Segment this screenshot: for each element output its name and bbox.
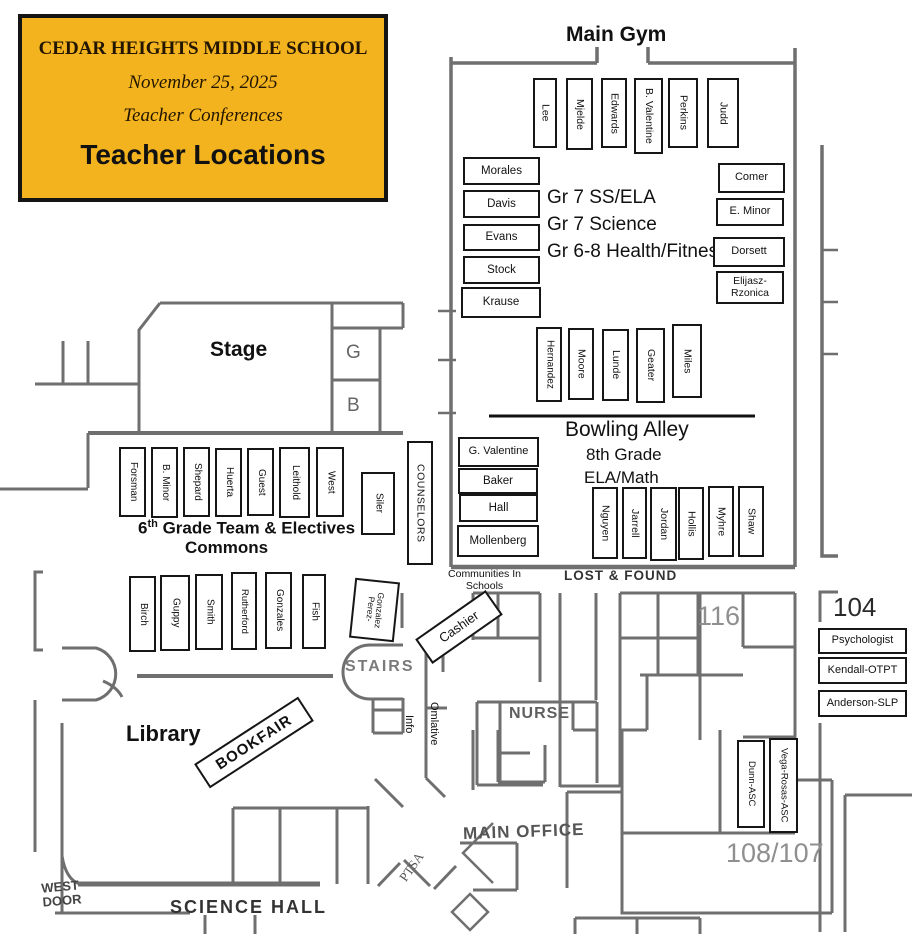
science-hall-label: SCIENCE HALL bbox=[170, 897, 328, 917]
teacher-box: Mjelde bbox=[566, 78, 593, 150]
teacher-box: Comer bbox=[718, 163, 785, 193]
conference-date: November 25, 2025 bbox=[128, 72, 278, 93]
teacher-box: Dunn-ASC bbox=[737, 740, 765, 828]
school-name: CEDAR HEIGHTS MIDDLE SCHOOL bbox=[38, 38, 368, 59]
nurse-label: NURSE bbox=[509, 705, 571, 722]
teacher-box: Rutherford bbox=[231, 572, 257, 650]
teacher-box: Gonzales bbox=[265, 572, 292, 649]
teacher-box: Baker bbox=[458, 468, 538, 494]
teacher-box: Kendall-OTPT bbox=[818, 657, 907, 684]
stairs-label: STAIRS bbox=[345, 658, 415, 675]
teacher-box: Moore bbox=[568, 328, 594, 400]
teacher-box: Anderson-SLP bbox=[818, 690, 907, 717]
teacher-box: E. Minor bbox=[716, 198, 784, 226]
teacher-box: B. Valentine bbox=[634, 78, 663, 154]
commons-subtitle: Commons bbox=[185, 538, 269, 557]
room-108-107-label: 108/107 bbox=[726, 838, 824, 868]
counselors-box: COUNSELORS bbox=[407, 441, 433, 565]
teacher-box: Guest bbox=[247, 448, 274, 516]
room-g-label: G bbox=[346, 342, 361, 363]
teacher-box: Psychologist bbox=[818, 628, 907, 654]
teacher-box: Smith bbox=[195, 574, 223, 650]
teacher-box: Jarrell bbox=[622, 487, 647, 559]
teacher-box: Myhre bbox=[708, 486, 734, 557]
teacher-box: Shepard bbox=[183, 447, 210, 517]
teacher-box-perez-gonzalez: Perez- Gonzalez bbox=[348, 577, 401, 643]
info-label: Info bbox=[403, 715, 416, 734]
bowling-sub2: ELA/Math bbox=[584, 468, 659, 487]
teacher-box: G. Valentine bbox=[458, 437, 539, 467]
teacher-box: Hollis bbox=[678, 487, 704, 560]
teacher-box: Forsman bbox=[119, 447, 146, 517]
bowling-sub1: 8th Grade bbox=[586, 445, 662, 464]
stage-label: Stage bbox=[210, 338, 268, 361]
teacher-box: Leithold bbox=[279, 447, 310, 518]
stage-commons-walls bbox=[0, 301, 405, 491]
teacher-box: Elijasz-Rzonica bbox=[716, 271, 784, 304]
teacher-box: Siler bbox=[361, 472, 395, 535]
teacher-box: Fish bbox=[302, 574, 326, 649]
teacher-box: Stock bbox=[463, 256, 540, 284]
stairs-library-walls bbox=[33, 570, 458, 934]
teacher-box: Miles bbox=[672, 324, 702, 398]
conference-event: Teacher Conferences bbox=[123, 105, 283, 126]
teacher-box: Krause bbox=[461, 287, 541, 318]
teacher-box: Hall bbox=[459, 494, 538, 522]
teacher-box: Mollenberg bbox=[457, 525, 539, 557]
teacher-box: Dorsett bbox=[713, 237, 785, 267]
teacher-box: Shaw bbox=[738, 486, 764, 557]
omlative-label: Omlative bbox=[428, 702, 441, 746]
teacher-box: Jordan bbox=[650, 487, 677, 561]
teacher-box: Evans bbox=[463, 224, 540, 251]
room-b-label: B bbox=[347, 395, 360, 416]
teacher-box: Perkins bbox=[668, 78, 698, 148]
bowling-alley-title: Bowling Alley bbox=[565, 418, 689, 441]
header-card: CEDAR HEIGHTS MIDDLE SCHOOL November 25,… bbox=[18, 14, 388, 202]
teacher-box: Judd bbox=[707, 78, 739, 148]
teacher-box: Vega-Rosas-ASC bbox=[769, 738, 798, 833]
teacher-box: Geater bbox=[636, 328, 665, 403]
page-title: Teacher Locations bbox=[80, 139, 326, 170]
commons-title: 6th Grade Team & Electives bbox=[138, 518, 356, 538]
main-gym-title: Main Gym bbox=[566, 23, 667, 46]
teacher-box: Nguyen bbox=[592, 487, 618, 559]
teacher-box: Huerta bbox=[215, 448, 242, 517]
teacher-box: Lunde bbox=[602, 329, 629, 401]
library-label: Library bbox=[126, 721, 201, 746]
program-line: Gr 7 SS/ELA bbox=[547, 187, 656, 208]
teacher-box: Davis bbox=[463, 190, 540, 218]
gym-walls bbox=[438, 47, 838, 570]
program-line: Gr 6-8 Health/Fitness bbox=[547, 241, 728, 262]
teacher-box: Edwards bbox=[601, 78, 627, 148]
teacher-box: B. Minor bbox=[151, 447, 178, 518]
office-area-walls bbox=[441, 590, 912, 934]
teacher-box: West bbox=[316, 447, 344, 517]
teacher-box: Morales bbox=[463, 157, 540, 185]
room-104-label: 104 bbox=[833, 592, 877, 622]
program-line: Gr 7 Science bbox=[547, 214, 657, 235]
room-116-label: 116 bbox=[697, 601, 741, 631]
teacher-box: Lee bbox=[533, 78, 557, 148]
teacher-box: Hernandez bbox=[536, 327, 562, 402]
teacher-box: Birch bbox=[129, 576, 156, 652]
teacher-box: Guppy bbox=[160, 575, 190, 651]
lost-and-found-label: LOST & FOUND bbox=[564, 568, 678, 583]
